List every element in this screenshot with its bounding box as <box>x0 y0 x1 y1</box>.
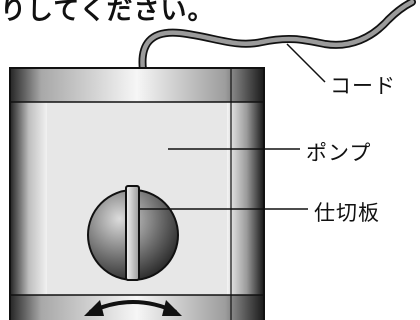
instruction-caption: りしてください。 <box>0 0 215 26</box>
rotation-arrow <box>84 300 182 316</box>
divider-label: 仕切板 <box>314 201 380 225</box>
cord-label: コード <box>330 74 396 98</box>
pump-body <box>9 67 265 320</box>
cord-leader-line <box>286 43 326 83</box>
pump-label: ポンプ <box>306 141 372 165</box>
divider-knob <box>87 185 179 281</box>
cord-highlight <box>140 0 415 73</box>
